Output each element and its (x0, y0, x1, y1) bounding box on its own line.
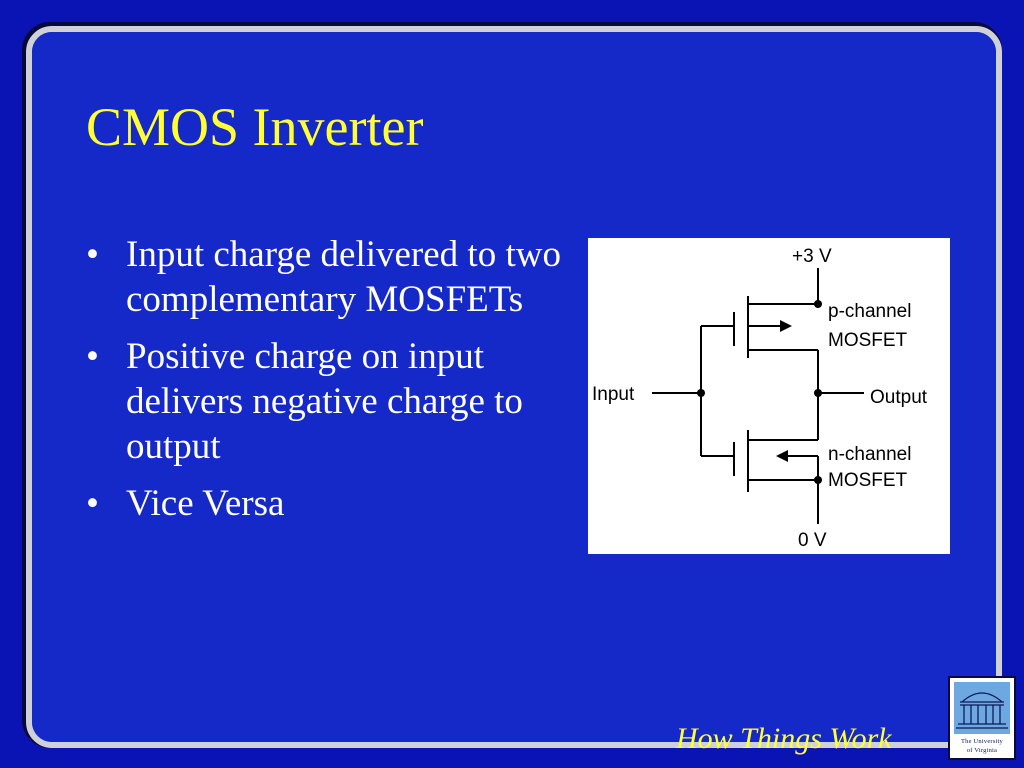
pmos-device-label: MOSFET (828, 330, 908, 351)
junction-dot (814, 389, 822, 397)
nmos-arrow-icon (776, 450, 788, 462)
input-label: Input (592, 384, 635, 405)
supply-label: +3 V (792, 246, 832, 267)
bullet-list: Input charge delivered to two complement… (86, 232, 566, 538)
logo-line-1: The University (961, 738, 1003, 745)
output-label: Output (870, 387, 928, 408)
junction-dot (814, 300, 822, 308)
junction-dot (697, 389, 705, 397)
logo-line-2: of Virginia (966, 747, 998, 754)
bullet-item: Input charge delivered to two complement… (86, 232, 566, 322)
footer-title: How Things Work (676, 722, 892, 755)
bullet-item: Positive charge on input delivers negati… (86, 334, 566, 469)
circuit-svg: +3 V p-channel MOSFET Input Output n-cha… (592, 246, 928, 551)
nmos-type-label: n-channel (828, 444, 911, 465)
rotunda-icon (954, 682, 1010, 734)
cmos-circuit-diagram: +3 V p-channel MOSFET Input Output n-cha… (588, 238, 950, 554)
ground-label: 0 V (798, 530, 827, 551)
pmos-arrow-icon (780, 320, 792, 332)
pmos-type-label: p-channel (828, 301, 911, 322)
university-logo: The University of Virginia (948, 676, 1016, 760)
junction-dot (814, 476, 822, 484)
nmos-device-label: MOSFET (828, 470, 908, 491)
bullet-item: Vice Versa (86, 481, 566, 526)
slide-title: CMOS Inverter (86, 97, 424, 157)
